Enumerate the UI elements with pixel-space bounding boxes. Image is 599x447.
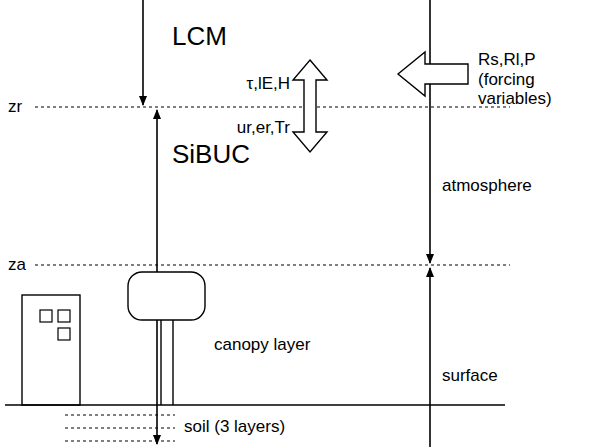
flux-symbols: τ,lE,H (200, 74, 290, 94)
region-label: surface (442, 366, 498, 386)
state-symbols: ur,er,Tr (200, 118, 290, 138)
lcm-arrow (142, 0, 144, 105)
layer-label: canopy layer (214, 335, 310, 355)
ground-line (5, 404, 505, 406)
soil-layer-line (65, 427, 175, 428)
region-label: atmosphere (442, 176, 532, 196)
forcing-note: (forcing variables) (478, 71, 568, 108)
building-window (40, 310, 52, 322)
height-symbol: za (8, 255, 26, 275)
za-level-line (35, 264, 510, 265)
building-window (58, 310, 70, 322)
forcing-symbols: Rs,Rl,P (478, 50, 536, 70)
model-name: LCM (172, 22, 227, 52)
atmosphere-arrow (429, 0, 431, 263)
building-symbol (22, 295, 80, 405)
flux-exchange-arrow (293, 60, 327, 152)
tree-trunk (172, 320, 173, 405)
height-symbol: zr (8, 97, 22, 117)
forcing-arrow (398, 52, 468, 96)
model-name: SiBUC (172, 140, 250, 170)
soil-layer-line (65, 414, 175, 415)
zr-level-line (35, 106, 510, 107)
surface-arrow (429, 268, 431, 447)
tree-trunk (160, 320, 161, 405)
layer-label: soil (3 layers) (184, 417, 285, 437)
tree-crown (128, 272, 205, 320)
building-window (58, 328, 70, 340)
soil-layer-line (65, 440, 175, 441)
